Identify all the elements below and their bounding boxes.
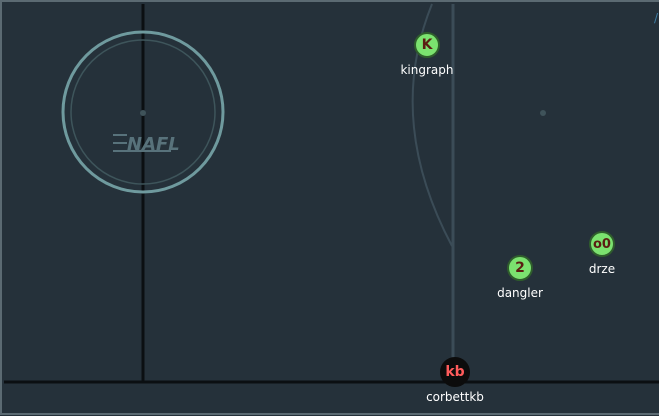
faceoff-circle-inner bbox=[70, 39, 216, 185]
player-token[interactable]: o0 bbox=[589, 231, 615, 257]
faceoff-dot bbox=[140, 110, 146, 116]
player-corbettkb[interactable]: kb corbettkb bbox=[395, 357, 515, 404]
logo-text: NAFL bbox=[127, 134, 180, 155]
player-name: kingraph bbox=[400, 63, 454, 77]
player-token[interactable]: kb bbox=[440, 357, 470, 387]
player-name: drze bbox=[588, 262, 616, 276]
player-token[interactable]: 2 bbox=[507, 255, 533, 281]
corner-mark: / bbox=[654, 11, 659, 25]
player-kingraph[interactable]: K kingraph bbox=[367, 32, 487, 77]
player-name: dangler bbox=[497, 286, 543, 300]
player-token[interactable]: K bbox=[414, 32, 440, 58]
player-dangler[interactable]: 2 dangler bbox=[460, 255, 580, 300]
player-name: corbettkb bbox=[426, 390, 484, 404]
player-drze[interactable]: o0 drze bbox=[542, 231, 659, 276]
center-faceoff-dot bbox=[540, 110, 546, 116]
nafl-logo: NAFL bbox=[113, 134, 180, 155]
faceoff-circle bbox=[61, 30, 225, 194]
